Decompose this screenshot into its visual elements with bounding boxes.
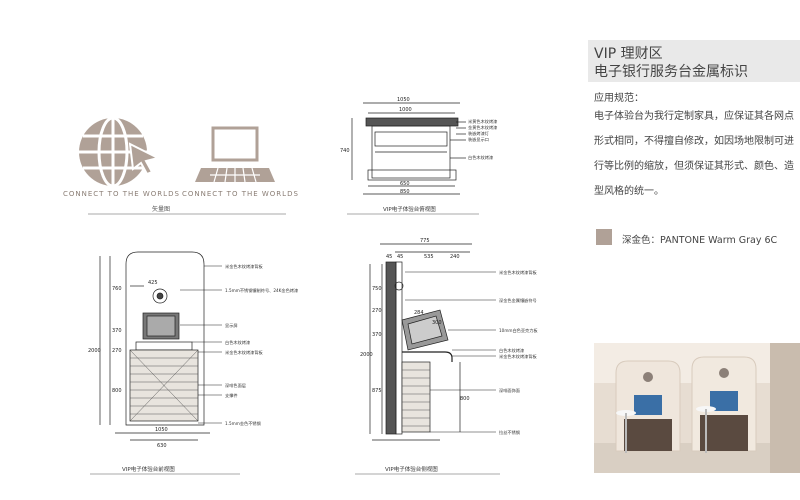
top-note-2: 金黄色木纹烤漆 [468, 124, 497, 131]
side-dim-284: 284 [414, 310, 424, 316]
side-dim-875: 875 [372, 388, 382, 394]
front-dim-760: 760 [112, 286, 122, 292]
front-dim-425: 425 [148, 280, 158, 286]
side-note-4: 白色木纹烤漆 [499, 347, 524, 354]
side-note-6: 深啡面饰面 [499, 387, 520, 394]
front-dim-800: 800 [112, 388, 122, 394]
side-dim-535: 535 [424, 254, 434, 260]
side-dim-270: 270 [372, 308, 382, 314]
front-note-3: 显示屏 [225, 323, 238, 329]
side-view-caption: VIP电子体验台侧视图 [385, 465, 438, 473]
front-view-drawing [99, 251, 222, 441]
page-subtitle: 电子银行服务台金属标识 [594, 64, 748, 80]
front-dim-630: 630 [157, 443, 167, 449]
spec-description: 电子体验台为我行定制家具，应保证其各网点形式相同，不得擅自修改，如因场地限制可进… [594, 111, 794, 197]
top-note-3: 装嵌烤漆灯 [468, 130, 490, 137]
spec-sidebar: VIP 理财区 电子银行服务台金属标识 应用规范： 电子体验台为我行定制家具，应… [588, 0, 800, 500]
front-note-5: 米金色木纹烤漆背板 [225, 349, 264, 356]
front-dim-270: 270 [112, 348, 122, 354]
side-dim-240: 240 [450, 254, 460, 260]
laptop-caption: CONNECT TO THE WORLDS [182, 190, 299, 198]
side-dim-800: 800 [460, 396, 470, 402]
globe-caption: CONNECT TO THE WORLDS [63, 190, 180, 198]
laptop-icon [195, 126, 275, 183]
top-dim-850: 850 [400, 189, 410, 195]
front-dim-2000: 2000 [88, 348, 101, 354]
top-dim-650: 650 [400, 181, 410, 187]
front-note-8: 1.5mm金色不锈钢 [225, 420, 261, 427]
side-view-drawing [369, 243, 496, 441]
icon-group: CONNECT TO THE WORLDS CONNECT TO THE WOR… [63, 116, 299, 215]
side-note-5: 米金色木纹烤漆背板 [499, 353, 538, 360]
side-dim-45a: 45 [386, 254, 392, 260]
top-note-1: 米黄色木纹烤漆 [468, 118, 497, 125]
page-title: VIP 理财区 [594, 46, 663, 62]
front-dim-370: 370 [112, 328, 122, 334]
front-note-4: 白色木纹烤漆 [225, 339, 250, 346]
side-dim-2000: 2000 [360, 352, 373, 358]
color-swatch [596, 229, 612, 245]
side-note-7: 拉丝不锈钢 [499, 429, 520, 436]
top-dim-1050: 1050 [397, 97, 410, 103]
front-dim-1050: 1050 [155, 427, 168, 433]
top-view-drawing: 1050 1000 740 650 850 [340, 97, 466, 195]
side-note-3: 10mm白色亚克力板 [499, 327, 538, 334]
title-block: VIP 理财区 电子银行服务台金属标识 [588, 40, 800, 82]
front-note-2: 1.5mm不锈钢镶制符号、24K金色烤漆 [225, 287, 298, 294]
side-note-2: 深金色金属镶嵌符号 [499, 297, 537, 304]
front-note-1: 米金色木纹烤漆背板 [225, 263, 264, 270]
side-dim-775: 775 [420, 238, 430, 244]
section-heading: 应用规范： [594, 93, 644, 104]
side-dim-750: 750 [372, 286, 382, 292]
top-note-4: 装嵌显示口 [468, 136, 489, 143]
technical-drawing-sheet: CONNECT TO THE WORLDS CONNECT TO THE WOR… [63, 97, 538, 475]
color-label: 深金色：PANTONE Warm Gray 6C [622, 235, 778, 246]
globe-cursor-icon [79, 116, 161, 188]
icon-group-caption: 矢量图 [152, 205, 170, 213]
top-view-caption: VIP电子体验台俯视图 [383, 205, 436, 213]
top-note-5: 白色木纹烤漆 [468, 154, 493, 161]
side-dim-370: 370 [372, 332, 382, 338]
top-dim-740: 740 [340, 148, 350, 154]
vip-counter-photo [594, 343, 800, 473]
side-note-1: 米金色木纹烤漆背板 [499, 269, 538, 276]
side-dim-45b: 45 [397, 254, 403, 260]
front-note-7: 支撑件 [225, 392, 238, 399]
front-note-6: 深啡色面层 [225, 382, 246, 389]
front-view-caption: VIP电子体验台前视图 [122, 465, 175, 473]
side-dim-300: 300 [432, 320, 442, 326]
top-dim-1000: 1000 [399, 107, 412, 113]
